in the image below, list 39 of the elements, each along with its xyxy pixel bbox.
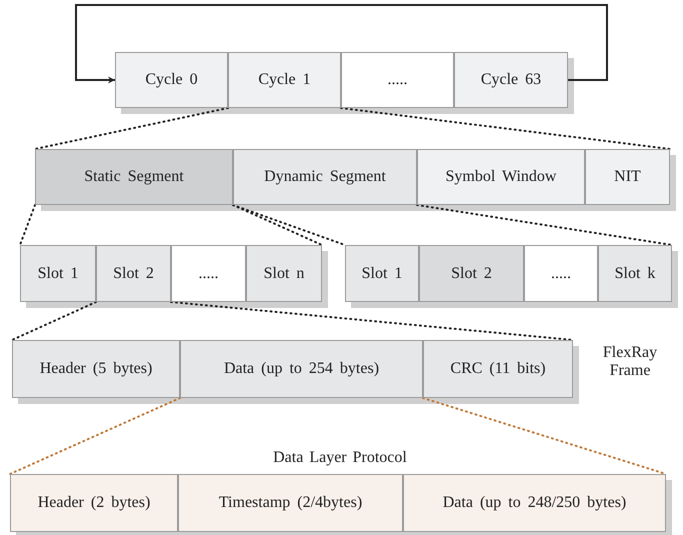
zoom-line — [232, 204, 346, 246]
cycle-bar — [115, 52, 568, 108]
frame-bar — [12, 340, 573, 398]
field-cell: Cycle 1 — [228, 52, 341, 108]
field-cell: Slot 2 — [96, 245, 171, 302]
field-cell: Slot k — [598, 245, 672, 302]
arrow — [75, 4, 608, 84]
field-cell: CRC (11 bits) — [423, 340, 573, 398]
field-cell: ..... — [524, 245, 598, 302]
field-cell: ..... — [171, 245, 246, 302]
zoom-line — [19, 204, 36, 246]
field-cell: Cycle 63 — [454, 52, 568, 108]
field-cell: Data (up to 254 bytes) — [180, 340, 423, 398]
segment-bar — [35, 149, 670, 205]
field-cell: Slot 1 — [20, 245, 96, 302]
field-cell: Symbol Window — [417, 149, 585, 205]
field-cell: ..... — [341, 52, 454, 108]
field-cell: Static Segment — [35, 149, 233, 205]
zoom-line — [11, 301, 97, 341]
field-cell: Dynamic Segment — [233, 149, 417, 205]
dynamic-slot-bar — [345, 245, 672, 302]
field-cell: Cycle 0 — [115, 52, 228, 108]
field-cell: Slot 1 — [345, 245, 419, 302]
field-cell: Slot n — [246, 245, 322, 302]
row-heading: Data Layer Protocol — [272, 449, 408, 467]
zoom-line — [170, 301, 574, 341]
field-cell: Header (5 bytes) — [12, 340, 180, 398]
field-cell: Slot 2 — [419, 245, 524, 302]
field-cell: Timestamp (2/4bytes) — [178, 474, 403, 532]
field-cell: Data (up to 248/250 bytes) — [403, 474, 666, 532]
zoom-line — [340, 107, 671, 150]
zoom-line — [9, 397, 181, 475]
field-cell: Header (2 bytes) — [10, 474, 178, 532]
field-cell: NIT — [585, 149, 670, 205]
zoom-line — [34, 107, 229, 150]
protocol-bar — [10, 474, 666, 532]
frame-caption: FlexRay Frame — [602, 344, 658, 380]
zoom-line — [416, 204, 673, 246]
static-slot-bar — [20, 245, 322, 302]
